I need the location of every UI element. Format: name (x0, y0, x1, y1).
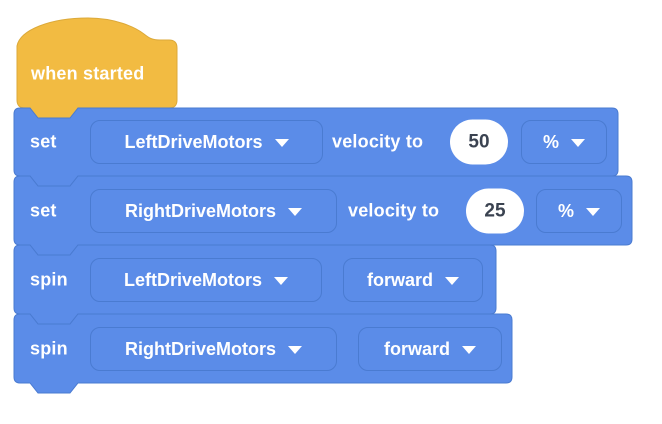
velocity-value-input[interactable]: 50 (450, 119, 508, 165)
motor-dropdown-value: LeftDriveMotors (123, 269, 262, 290)
direction-dropdown-value: forward (383, 338, 450, 359)
when-started-label: when started (31, 63, 145, 84)
chevron-down-icon (274, 277, 288, 285)
velocity-value: 50 (468, 131, 490, 152)
chevron-down-icon (586, 208, 600, 216)
velocity-value: 25 (484, 200, 506, 221)
chevron-down-icon (288, 208, 302, 216)
velocity-value-input[interactable]: 25 (466, 188, 524, 234)
unit-dropdown[interactable]: % (521, 120, 607, 164)
set-keyword-label: set (30, 200, 57, 221)
chevron-down-icon (462, 346, 476, 354)
motor-dropdown-value: RightDriveMotors (124, 338, 276, 359)
direction-dropdown[interactable]: forward (343, 258, 483, 302)
unit-dropdown-value: % (542, 131, 559, 152)
direction-dropdown[interactable]: forward (358, 327, 502, 371)
chevron-down-icon (445, 277, 459, 285)
spin-keyword-label: spin (30, 338, 68, 359)
motor-dropdown[interactable]: LeftDriveMotors (90, 120, 323, 164)
spin-keyword-label: spin (30, 269, 68, 290)
unit-dropdown[interactable]: % (536, 189, 622, 233)
set-keyword-label: set (30, 131, 57, 152)
velocity-to-label: velocity to (348, 200, 440, 221)
velocity-to-label: velocity to (332, 131, 424, 152)
chevron-down-icon (288, 346, 302, 354)
chevron-down-icon (274, 139, 289, 147)
motor-dropdown[interactable]: LeftDriveMotors (90, 258, 322, 302)
direction-dropdown-value: forward (366, 269, 433, 290)
motor-dropdown[interactable]: RightDriveMotors (90, 189, 337, 233)
chevron-down-icon (571, 139, 585, 147)
motor-dropdown-value: RightDriveMotors (124, 200, 276, 221)
unit-dropdown-value: % (557, 200, 574, 221)
motor-dropdown[interactable]: RightDriveMotors (90, 327, 337, 371)
motor-dropdown-value: LeftDriveMotors (124, 131, 263, 152)
